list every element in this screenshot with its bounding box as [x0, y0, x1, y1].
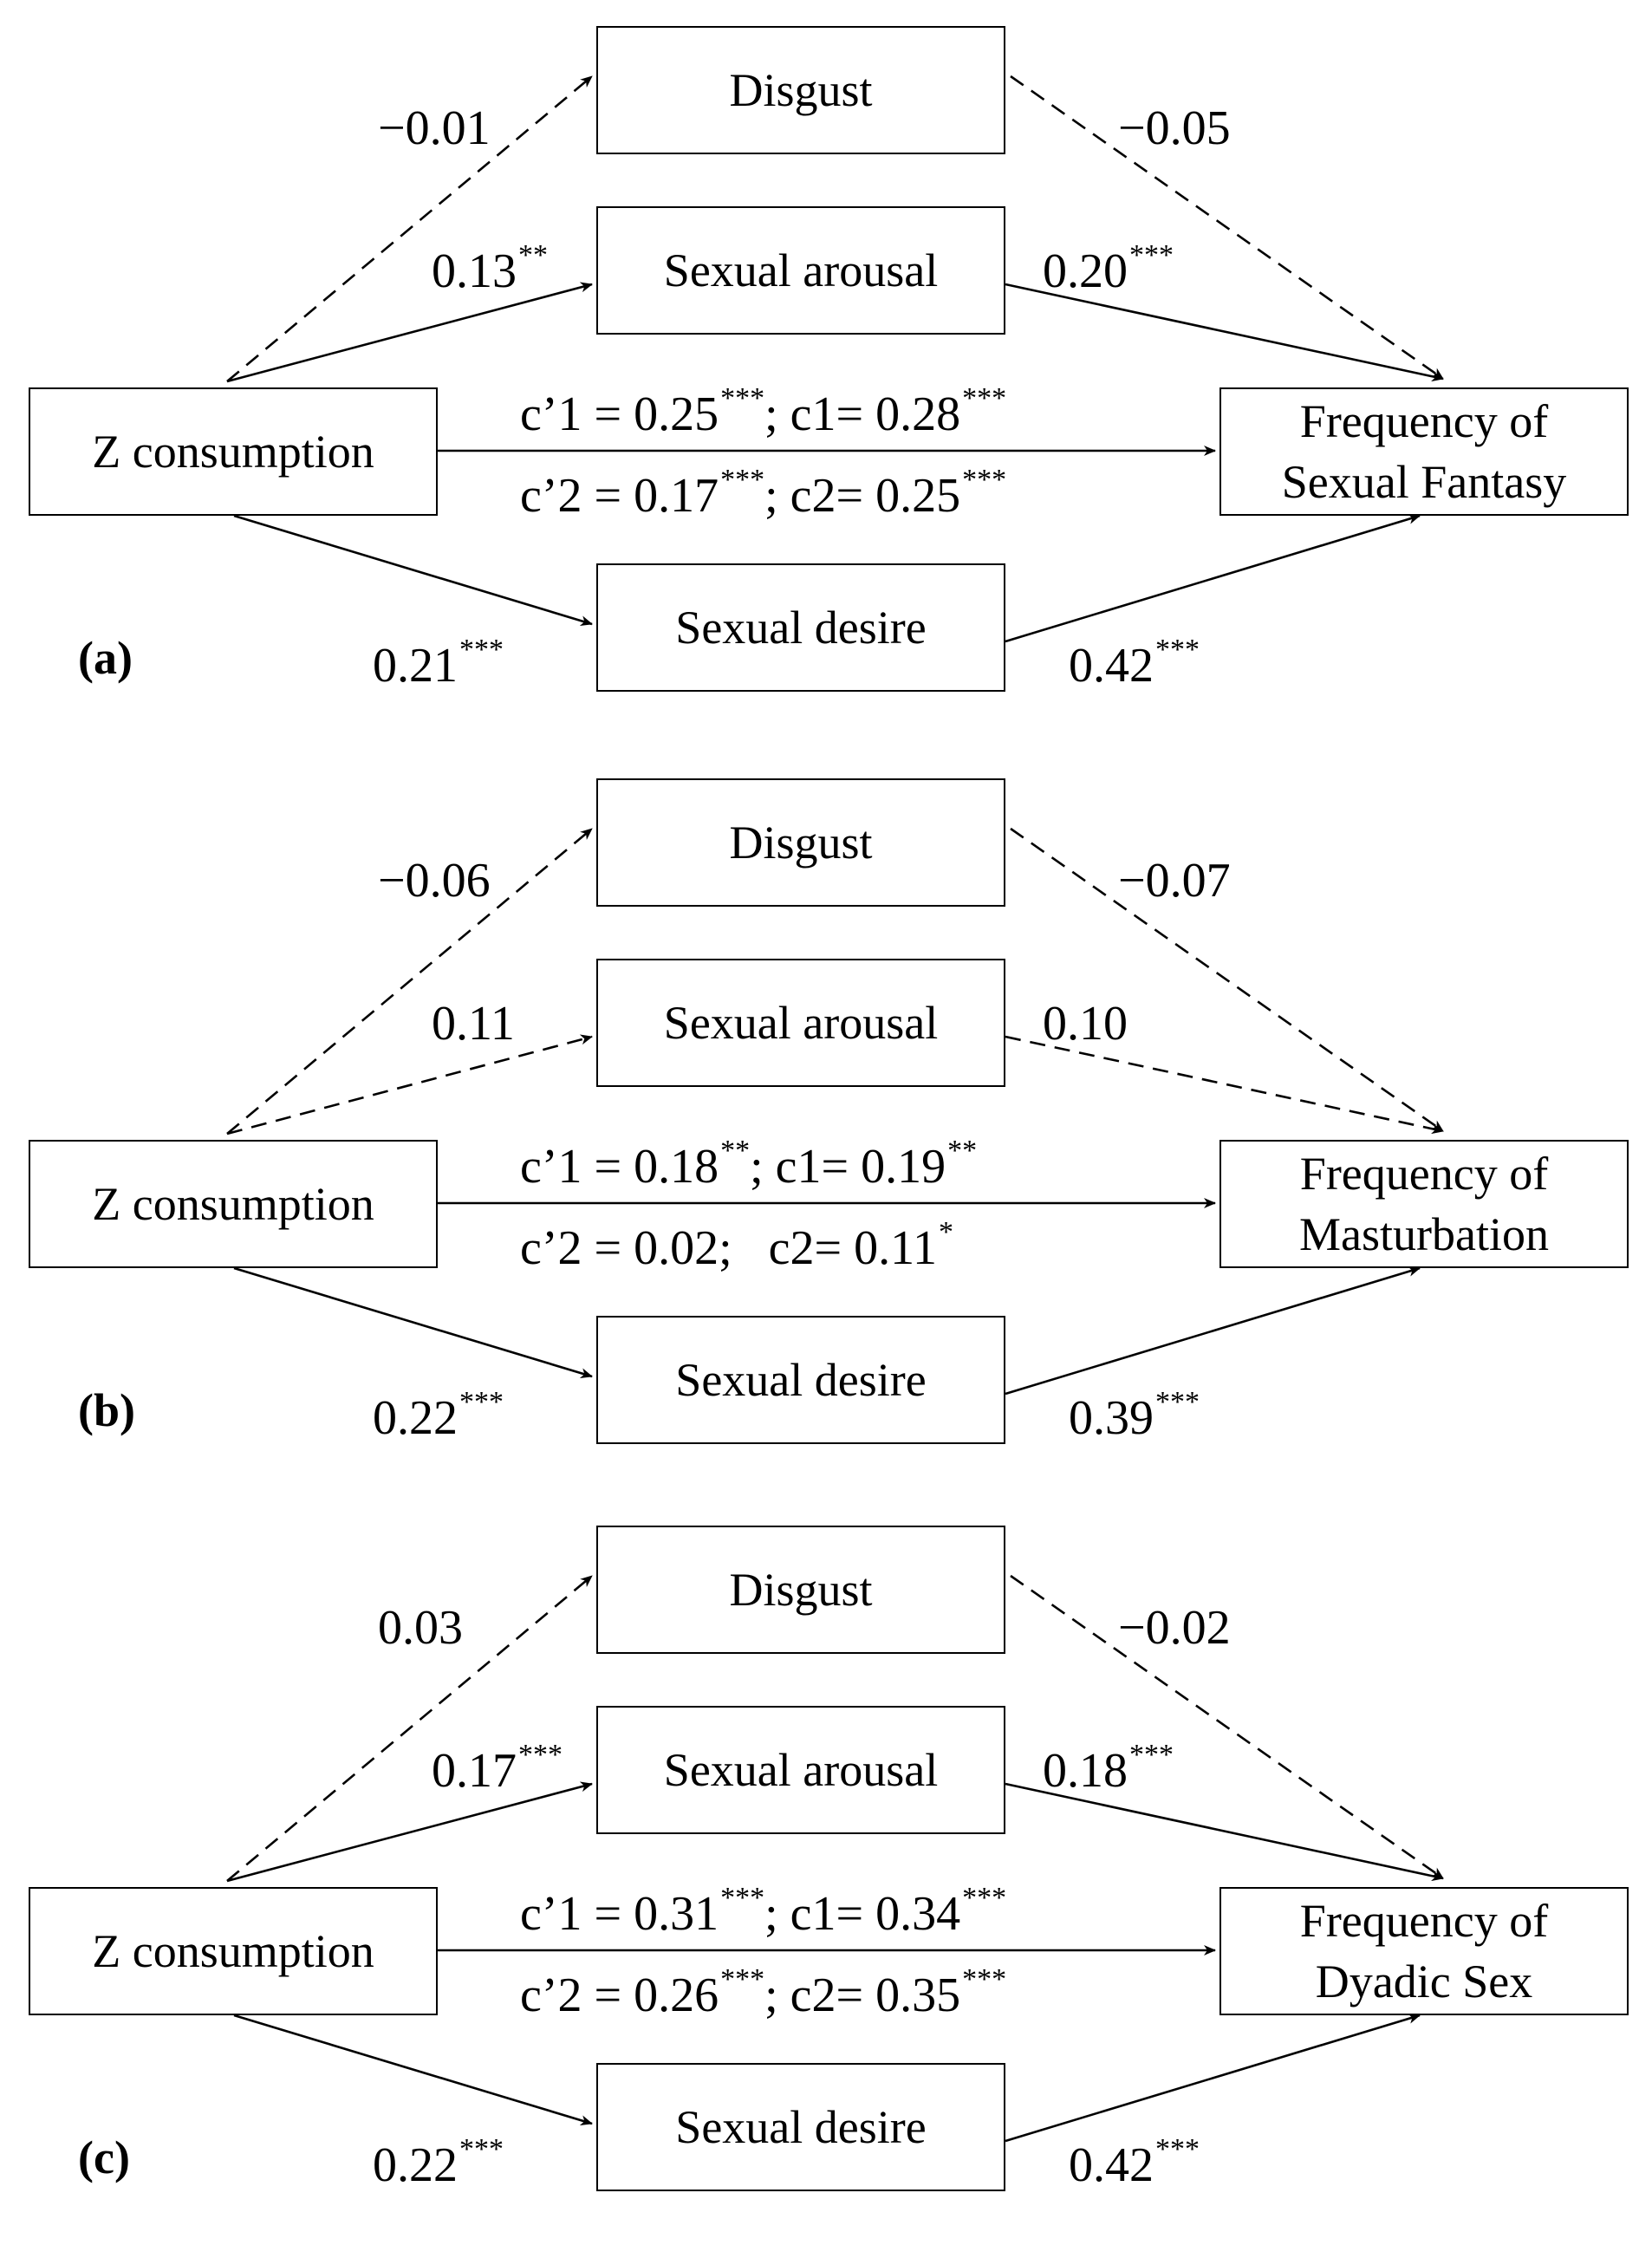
- path-desire-to-outcome: [1005, 2014, 1421, 2143]
- path-desire-to-outcome: [1005, 514, 1421, 643]
- coef-disgust-a: −0.01: [378, 101, 491, 155]
- disgust-label: Disgust: [729, 1564, 873, 1616]
- path-predictor-to-disgust: [226, 828, 593, 1135]
- coef-arousal-a: 0.17***: [432, 1739, 563, 1798]
- panel-label: (c): [78, 2131, 130, 2183]
- outcome-box: Frequency of Dyadic Sex: [1219, 1887, 1629, 2015]
- coef-disgust-a: −0.06: [378, 854, 491, 908]
- coef-desire-b: 0.39***: [1069, 1386, 1200, 1445]
- path-disgust-to-outcome: [1010, 827, 1444, 1133]
- arousal-box: Sexual arousal: [596, 206, 1005, 335]
- outcome-label-line2: Dyadic Sex: [1315, 1955, 1533, 2007]
- coef-desire-b: 0.42***: [1069, 634, 1200, 693]
- coef-desire-a: 0.21***: [373, 634, 504, 693]
- disgust-label: Disgust: [729, 817, 873, 869]
- path-arrows: [226, 827, 1444, 1396]
- path-desire-to-outcome: [1005, 1266, 1421, 1396]
- outcome-label-line2: Masturbation: [1299, 1208, 1549, 1260]
- coef-disgust-b: −0.02: [1118, 1601, 1231, 1655]
- outcome-label-line2: Sexual Fantasy: [1281, 456, 1567, 508]
- coef-arousal-a: 0.11: [432, 997, 515, 1051]
- coef-desire-b: 0.42***: [1069, 2133, 1200, 2192]
- path-predictor-to-arousal: [226, 1781, 593, 1883]
- desire-box: Sexual desire: [596, 1316, 1005, 1444]
- path-predictor-to-arousal: [226, 1034, 593, 1136]
- arousal-label: Sexual arousal: [663, 1744, 939, 1796]
- coef-direct-2: c’2 = 0.17***; c2= 0.25***: [520, 464, 1007, 523]
- coef-arousal-b: 0.10: [1043, 997, 1128, 1051]
- coef-disgust-a: 0.03: [378, 1601, 463, 1655]
- path-predictor-to-disgust: [226, 75, 593, 382]
- outcome-label-line1: Frequency of: [1299, 395, 1549, 447]
- desire-box: Sexual desire: [596, 2063, 1005, 2191]
- arousal-box: Sexual arousal: [596, 959, 1005, 1087]
- arousal-label: Sexual arousal: [663, 244, 939, 296]
- path-predictor-to-arousal: [226, 282, 593, 383]
- mediation-panel-a: Z consumption Disgust Sexual arousal Sex…: [0, 0, 1652, 745]
- mediation-panel-c: Z consumption Disgust Sexual arousal Sex…: [0, 1500, 1652, 2245]
- coef-arousal-b: 0.20***: [1043, 239, 1174, 298]
- path-predictor-to-desire: [233, 2014, 593, 2125]
- desire-label: Sexual desire: [675, 2101, 927, 2153]
- arousal-label: Sexual arousal: [663, 997, 939, 1049]
- path-disgust-to-outcome: [1010, 75, 1444, 381]
- predictor-label: Z consumption: [92, 1925, 374, 1977]
- disgust-box: Disgust: [596, 26, 1005, 154]
- outcome-label-line1: Frequency of: [1299, 1148, 1549, 1200]
- coef-disgust-b: −0.07: [1118, 854, 1231, 908]
- path-predictor-to-desire: [233, 514, 593, 626]
- coef-disgust-b: −0.05: [1118, 101, 1231, 155]
- arousal-box: Sexual arousal: [596, 1706, 1005, 1834]
- path-disgust-to-outcome: [1010, 1574, 1444, 1880]
- disgust-box: Disgust: [596, 778, 1005, 907]
- coef-direct-1: c’1 = 0.25***; c1= 0.28***: [520, 382, 1007, 441]
- desire-box: Sexual desire: [596, 563, 1005, 692]
- predictor-box: Z consumption: [29, 387, 438, 516]
- panel-label: (a): [78, 632, 133, 684]
- predictor-box: Z consumption: [29, 1140, 438, 1268]
- path-arrows: [226, 75, 1444, 643]
- coef-direct-1: c’1 = 0.31***; c1= 0.34***: [520, 1882, 1007, 1941]
- coef-arousal-a: 0.13**: [432, 239, 548, 298]
- path-predictor-to-disgust: [226, 1575, 593, 1882]
- path-arrows: [226, 1574, 1444, 2143]
- path-predictor-to-desire: [233, 1266, 593, 1378]
- predictor-label: Z consumption: [92, 1178, 374, 1230]
- disgust-box: Disgust: [596, 1526, 1005, 1654]
- panel-label: (b): [78, 1384, 135, 1436]
- desire-label: Sexual desire: [675, 1354, 927, 1406]
- coef-arousal-b: 0.18***: [1043, 1739, 1174, 1798]
- outcome-box: Frequency of Sexual Fantasy: [1219, 387, 1629, 516]
- path-arousal-to-outcome: [1005, 1782, 1444, 1882]
- outcome-label-line1: Frequency of: [1299, 1895, 1549, 1947]
- outcome-box: Frequency of Masturbation: [1219, 1140, 1629, 1268]
- disgust-label: Disgust: [729, 64, 873, 116]
- coef-desire-a: 0.22***: [373, 1386, 504, 1445]
- coef-direct-1: c’1 = 0.18**; c1= 0.19**: [520, 1135, 978, 1194]
- path-arousal-to-outcome: [1005, 283, 1444, 382]
- coef-direct-2: c’2 = 0.02;c2= 0.11*: [520, 1216, 954, 1275]
- mediation-panel-b: Z consumption Disgust Sexual arousal Sex…: [0, 752, 1652, 1498]
- coef-direct-2: c’2 = 0.26***; c2= 0.35***: [520, 1963, 1007, 2022]
- predictor-label: Z consumption: [92, 426, 374, 478]
- coef-desire-a: 0.22***: [373, 2133, 504, 2192]
- desire-label: Sexual desire: [675, 602, 927, 654]
- predictor-box: Z consumption: [29, 1887, 438, 2015]
